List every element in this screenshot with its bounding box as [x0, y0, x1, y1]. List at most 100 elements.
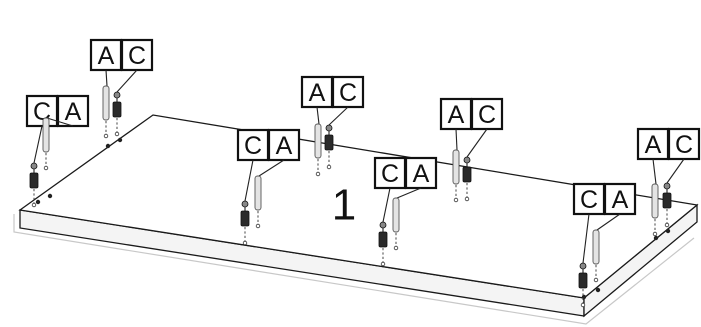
dowel-pin	[651, 183, 659, 219]
leader-line	[258, 159, 285, 177]
panel	[13, 114, 699, 325]
callout-letter: A	[612, 186, 629, 214]
insertion-hole	[31, 202, 37, 208]
cam-bolt-head	[579, 262, 587, 270]
panel-hole-mark	[581, 294, 587, 300]
callout-letter: C	[478, 101, 496, 129]
dowel-pin	[592, 229, 600, 265]
callout-letter: C	[339, 79, 357, 107]
leader-line	[455, 128, 458, 151]
insertion-hole	[593, 277, 599, 283]
cam-bolt-body	[662, 192, 672, 209]
callout-letter: C	[128, 42, 146, 70]
cam-bolt-head	[463, 156, 471, 164]
panel-hole-mark	[653, 235, 659, 241]
cam-bolt-head	[241, 200, 249, 208]
callout-letter: A	[309, 79, 326, 107]
label-c-callout: C	[667, 127, 701, 161]
insertion-hole	[664, 222, 670, 228]
dowel-pin	[314, 123, 322, 159]
insertion-hole	[652, 231, 658, 237]
cam-bolt-body	[462, 166, 472, 183]
label-c-callout: C	[331, 75, 365, 109]
label-c-callout: C	[25, 94, 59, 128]
callout-box	[667, 127, 701, 161]
callout-letter: A	[645, 131, 662, 159]
callout-letter: C	[580, 186, 598, 214]
cam-bolt-body	[378, 231, 388, 248]
cam-bolt-head	[113, 91, 121, 99]
panel-hole-mark	[35, 199, 41, 205]
cam-bolt-body	[240, 210, 250, 227]
panel-hole-mark	[665, 228, 671, 234]
insertion-hole	[103, 133, 109, 139]
label-a-callout: A	[300, 75, 334, 109]
insertion-hole	[580, 302, 586, 308]
insertion-hole	[380, 261, 386, 267]
panel-hole-mark	[117, 137, 123, 143]
leader-line	[396, 187, 422, 199]
cam-bolt-head	[30, 162, 38, 170]
label-c-callout: C	[120, 38, 154, 72]
step-number: 1	[332, 181, 356, 230]
insertion-hole	[114, 131, 120, 137]
leader-line	[244, 159, 254, 202]
callout-box	[331, 75, 365, 109]
label-c-callout: C	[236, 128, 270, 162]
label-a-callout: A	[267, 128, 301, 162]
cam-bolt-body	[29, 172, 39, 189]
leader-line	[328, 106, 349, 126]
leader-line	[316, 106, 320, 125]
leader-line	[466, 128, 488, 158]
callout-box	[572, 182, 606, 216]
label-c-callout: C	[470, 97, 504, 131]
leader-line	[382, 187, 391, 223]
callout-letter: C	[675, 131, 693, 159]
dowel-pin	[42, 117, 50, 153]
cam-bolt-body	[578, 272, 588, 289]
label-c-callout: C	[373, 156, 407, 190]
cam-bolt-head	[379, 221, 387, 229]
leader-line	[116, 69, 138, 93]
leader-line	[652, 158, 657, 185]
callout-letter: C	[381, 160, 399, 188]
callout-box	[236, 128, 270, 162]
insertion-hole	[315, 171, 321, 177]
label-a-callout: A	[89, 38, 123, 72]
callout-letter: A	[276, 132, 293, 160]
insertion-hole	[453, 197, 459, 203]
dowel-pin	[102, 85, 110, 121]
insertion-hole	[464, 196, 470, 202]
leader-line	[105, 69, 108, 87]
leader-line	[33, 125, 43, 164]
label-a-callout: A	[636, 127, 670, 161]
cam-bolt-body	[112, 101, 122, 118]
callout-letter: A	[65, 98, 82, 126]
callout-letter: A	[98, 42, 115, 70]
leader-line	[596, 213, 621, 231]
insertion-hole	[326, 164, 332, 170]
label-a-callout: A	[404, 156, 438, 190]
leader-line	[46, 117, 74, 127]
callout-letter: A	[448, 101, 465, 129]
leader-line	[666, 158, 685, 184]
label-a-callout: A	[439, 97, 473, 131]
insertion-hole	[242, 240, 248, 246]
callout-box	[56, 94, 90, 128]
label-a-callout: A	[56, 94, 90, 128]
cam-bolt-body	[324, 134, 334, 151]
dowel-pin	[452, 149, 460, 185]
callout-box	[603, 182, 637, 216]
label-c-callout: C	[572, 182, 606, 216]
insertion-hole	[43, 165, 49, 171]
